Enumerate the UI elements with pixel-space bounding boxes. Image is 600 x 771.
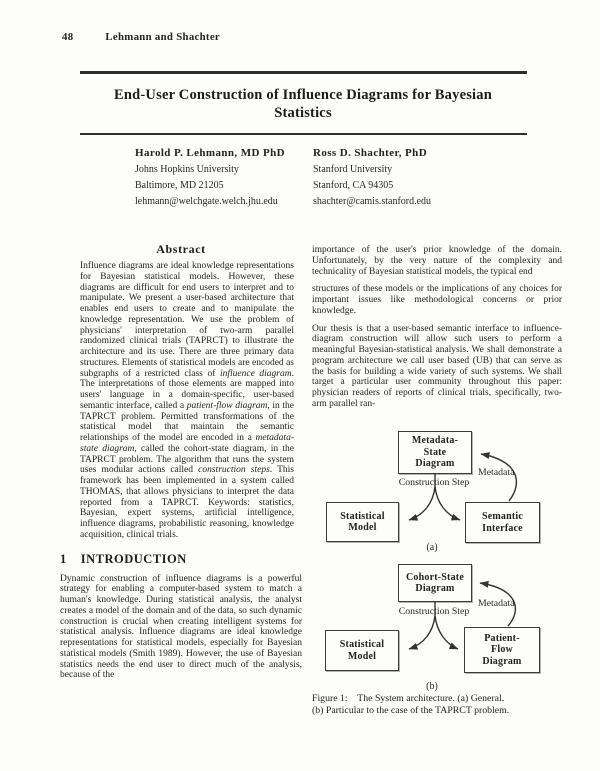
- arrows-graphic-a: [408, 452, 518, 521]
- author-2-name: Ross D. Shachter, PhD: [313, 147, 428, 159]
- metadata-arrow-label-b: Metadata: [478, 598, 515, 609]
- construction-step-label-a: Construction Step: [398, 477, 470, 488]
- author-block: Harold P. Lehmann, MD PhD Johns Hopkins …: [135, 147, 491, 210]
- figure-caption-line-1: Figure 1: The System architecture. (a) G…: [312, 693, 505, 704]
- node-cohort-state-diagram: Cohort-State Diagram: [398, 564, 472, 602]
- body-paragraph-2: structures of these models or the implic…: [312, 284, 562, 316]
- construction-step-label-b: Construction Step: [398, 606, 470, 617]
- figure-diagram-b: Cohort-State Diagram Statistical Model P…: [312, 559, 564, 701]
- running-title: Lehmann and Shachter: [105, 31, 220, 43]
- author-1-email: lehmann@welchgate.welch.jhu.edu: [135, 196, 278, 207]
- figure-diagram-a: Metadata- State Diagram Statistical Mode…: [312, 426, 564, 558]
- paper-title: End-User Construction of Influence Diagr…: [114, 87, 492, 121]
- figure-caption-line-2: (b) Particular to the case of the TAPRCT…: [312, 704, 510, 716]
- abstract-text: Influence diagrams are ideal knowledge r…: [80, 261, 295, 540]
- left-column: Abstract Influence diagrams are ideal kn…: [60, 241, 302, 771]
- node-statistical-model-b: Statistical Model: [325, 630, 399, 671]
- author-1-affiliation: Johns Hopkins University: [135, 164, 239, 175]
- section-heading-introduction: 1 INTRODUCTION: [60, 552, 302, 567]
- abstract-heading: Abstract: [156, 242, 206, 256]
- two-column-body: Abstract Influence diagrams are ideal kn…: [60, 241, 562, 771]
- body-paragraph-3: Our thesis is that a user-based semantic…: [312, 323, 562, 409]
- introduction-paragraph: Dynamic construction of influence diagra…: [60, 573, 302, 681]
- title-rule: [80, 133, 527, 135]
- node-metadata-state-diagram: Metadata- State Diagram: [398, 431, 472, 474]
- arrows-graphic-b: [408, 580, 517, 650]
- body-paragraph-1: importance of the user's prior knowledge…: [312, 245, 562, 277]
- node-patient-flow-diagram: Patient- Flow Diagram: [464, 627, 540, 673]
- top-rule: [80, 71, 527, 74]
- author-1: Harold P. Lehmann, MD PhD Johns Hopkins …: [135, 147, 313, 210]
- author-2-email: shachter@camis.stanford.edu: [313, 196, 432, 207]
- author-1-address: Baltimore, MD 21205: [135, 180, 224, 191]
- subfigure-tag-b: (b): [426, 681, 438, 692]
- node-semantic-interface: Semantic Interface: [465, 502, 540, 543]
- author-2-address: Stanford, CA 94305: [313, 180, 394, 191]
- metadata-arrow-label-a: Metadata: [478, 467, 515, 478]
- section-number: 1: [60, 551, 67, 566]
- right-column: importance of the user's prior knowledge…: [312, 241, 562, 771]
- figure-caption: Figure 1: The System architecture. (a) G…: [312, 693, 562, 716]
- node-statistical-model-a: Statistical Model: [326, 502, 399, 542]
- running-head: 48 Lehmann and Shachter: [62, 31, 220, 43]
- author-1-name: Harold P. Lehmann, MD PhD: [135, 147, 285, 159]
- page-number: 48: [62, 31, 74, 43]
- author-2-affiliation: Stanford University: [313, 164, 393, 175]
- section-title: INTRODUCTION: [80, 551, 187, 566]
- subfigure-tag-a: (a): [426, 542, 438, 553]
- author-2: Ross D. Shachter, PhD Stanford Universit…: [313, 147, 491, 210]
